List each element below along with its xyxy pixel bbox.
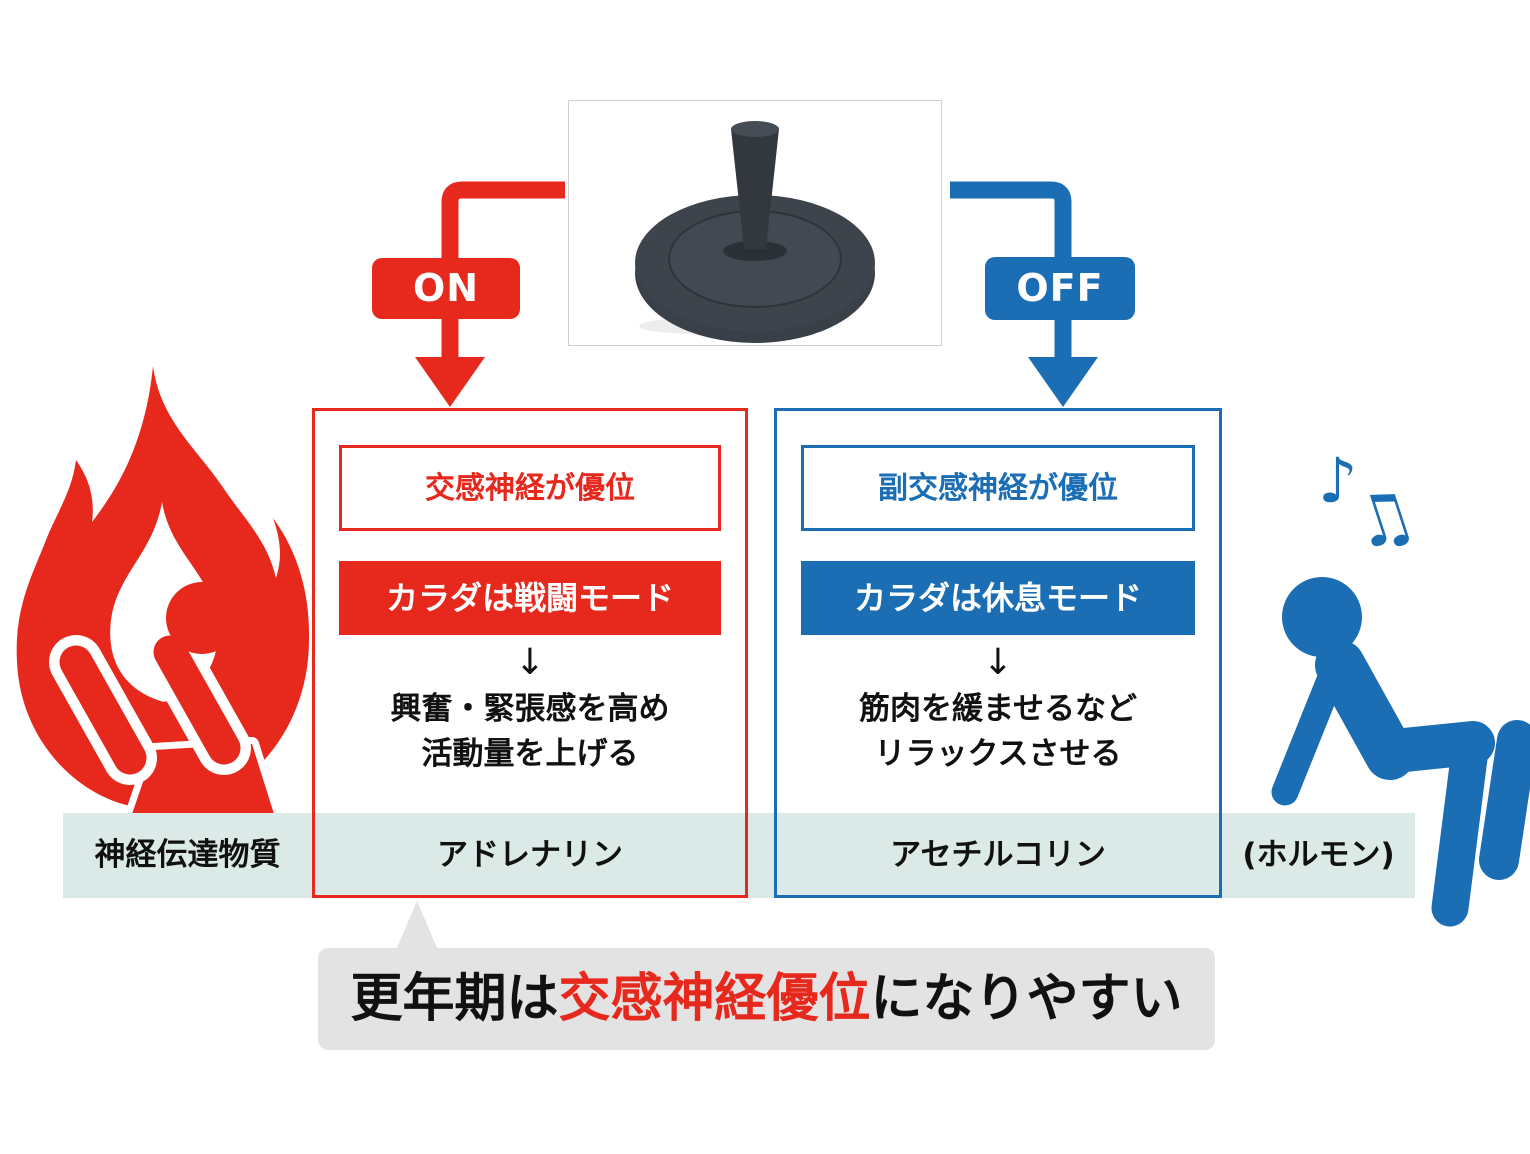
joystick-illustration [635, 121, 875, 343]
sympathetic-mode-banner: カラダは戦闘モード [339, 561, 721, 635]
neurotransmitter-band [63, 813, 1415, 898]
down-arrow: ↓ [982, 642, 1014, 683]
sympathetic-desc-line: 興奮・緊張感を高め [390, 691, 670, 727]
fired-up-person-flame-icon [16, 366, 310, 815]
parasympathetic-mode-banner: カラダは休息モード [801, 561, 1195, 635]
sympathetic-desc-line: 活動量を上げる [421, 736, 639, 772]
band-sympathetic-value: アドレナリン [437, 837, 623, 873]
parasympathetic-header: 副交感神経が優位 [801, 445, 1195, 531]
band-row-label: 神経伝達物質 [94, 837, 281, 873]
callout-pointer [396, 901, 438, 950]
music-note-icon: ♪ [1318, 444, 1358, 517]
on-badge: ON [372, 258, 520, 319]
band-parasympathetic-value: アセチルコリン [890, 837, 1106, 873]
sympathetic-panel: 交感神経が優位 カラダは戦闘モード ↓ 興奮・緊張感を高め 活動量を上げる [312, 408, 748, 898]
menopause-callout: 更年期は交感神経優位になりやすい [318, 948, 1215, 1050]
band-hormone-note: (ホルモン) [1242, 837, 1395, 873]
autonomic-switch-image [568, 100, 942, 346]
sympathetic-header: 交感神経が優位 [339, 445, 721, 531]
parasympathetic-panel: 副交感神経が優位 カラダは休息モード ↓ 筋肉を緩ませるなど リラックスさせる [774, 408, 1222, 898]
relaxing-person-icon [1271, 577, 1530, 927]
off-connector-arrow [950, 181, 1098, 407]
off-badge: OFF [985, 257, 1135, 320]
callout-highlight: 交感神経優位 [558, 969, 871, 1029]
on-connector-arrow [415, 181, 565, 407]
parasympathetic-desc-line: リラックスさせる [874, 736, 1122, 772]
callout-suffix: になりやすい [870, 969, 1183, 1029]
down-arrow: ↓ [514, 642, 546, 683]
parasympathetic-desc-line: 筋肉を緩ませるなど [858, 691, 1138, 727]
callout-prefix: 更年期は [350, 969, 559, 1029]
